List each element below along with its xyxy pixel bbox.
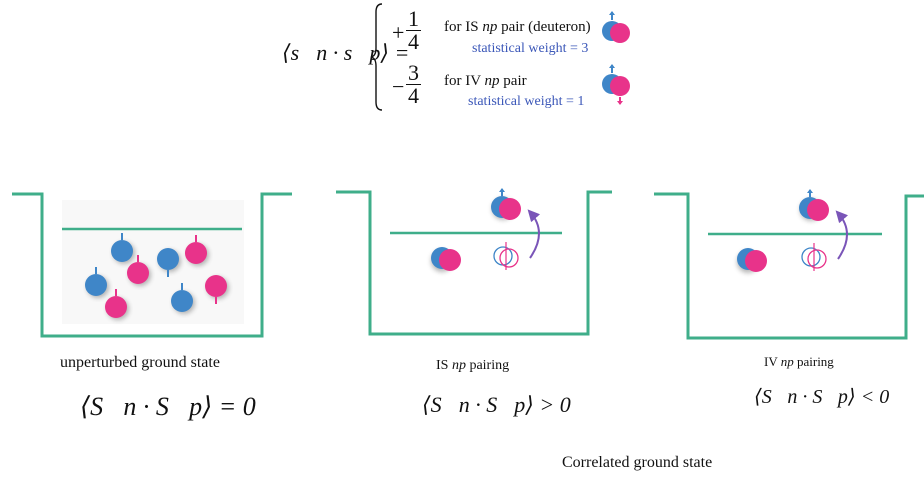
well-unperturbed	[12, 192, 292, 338]
case1-sign: +	[392, 20, 405, 45]
neutron	[171, 283, 195, 314]
hole-iv	[801, 243, 827, 271]
pair-ground-iv	[737, 248, 767, 273]
case1-text: for IS np pair (deuteron)	[444, 19, 591, 36]
formula-pair-deuteron	[602, 11, 630, 43]
relation-unperturbed: ⟨S⃗n · S⃗p⟩ = 0	[80, 392, 256, 421]
relation-is-pairing: ⟨S⃗n · S⃗p⟩ > 0	[422, 392, 571, 417]
pair-excited-iv	[799, 189, 829, 221]
well-is-pairing	[336, 190, 612, 336]
case2-weight: statistical weight = 1	[468, 94, 585, 109]
case2-num: 3	[406, 60, 421, 85]
caption-is-em: np	[451, 358, 466, 373]
case1-text-post: pair (deuteron)	[497, 19, 591, 35]
nucleons-unperturbed	[85, 233, 229, 320]
caption-iv-em: np	[780, 354, 794, 369]
case1-text-pre: for IS	[444, 19, 483, 35]
case2-fraction: 3 4	[406, 62, 421, 107]
pair-excited-is	[491, 188, 521, 220]
caption-is-pairing: IS np pairing	[436, 358, 509, 374]
footer-caption: Correlated ground state	[562, 454, 713, 471]
pair-ground-is	[431, 247, 461, 272]
neutron	[85, 267, 109, 298]
caption-iv-pre: IV	[764, 354, 781, 369]
case2-text-pre: for IV	[444, 73, 485, 89]
proton	[185, 235, 209, 266]
proton	[127, 255, 151, 286]
case2-text-post: pair	[499, 73, 527, 89]
case2-text-em: np	[484, 73, 500, 89]
case2-den: 4	[408, 83, 419, 108]
case2-text: for IV np pair	[444, 73, 527, 90]
formula-lhs: ⟨s⃗n · s⃗p⟩ =	[282, 40, 410, 65]
case1-weight: statistical weight = 3	[472, 41, 589, 56]
relation-iv-pairing: ⟨S⃗n · S⃗p⟩ < 0	[754, 386, 890, 408]
case1-fraction: 1 4	[406, 8, 421, 53]
proton	[105, 289, 129, 320]
excitation-arrow-iv	[835, 210, 849, 260]
case1-num: 1	[406, 6, 421, 31]
case1-text-em: np	[482, 19, 498, 35]
well-iv-pairing	[654, 192, 924, 340]
caption-is-pre: IS	[436, 358, 452, 373]
caption-iv-pairing: IV np pairing	[764, 354, 834, 370]
neutron	[157, 248, 181, 277]
caption-iv-post: pairing	[793, 354, 834, 369]
proton	[205, 275, 229, 304]
case1-den: 4	[408, 29, 419, 54]
neutron	[111, 233, 135, 264]
formula-pair-iv	[602, 64, 630, 105]
caption-unperturbed: unperturbed ground state	[60, 354, 220, 371]
case2-sign: −	[392, 74, 405, 99]
excitation-arrow-is	[527, 209, 541, 259]
hole-is	[493, 242, 519, 270]
caption-is-post: pairing	[465, 358, 510, 373]
